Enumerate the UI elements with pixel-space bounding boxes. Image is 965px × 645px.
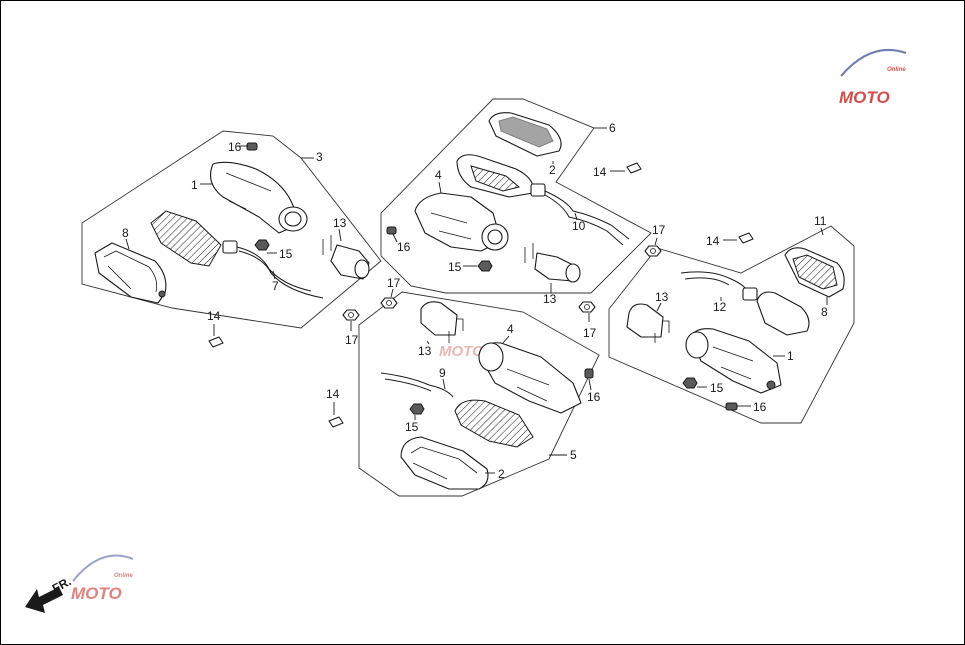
screw-part-16-right [725, 402, 738, 411]
socket-part-13-center [420, 301, 458, 336]
center-group-callouts: 13 4 9 16 15 5 2 [405, 322, 601, 481]
left-turn-signal-assembly [94, 142, 370, 304]
bulb-part-14-right [738, 232, 754, 244]
callout-14: 14 [207, 309, 221, 323]
nut-part-15-center [409, 403, 425, 415]
top-turn-signal-assembly [386, 112, 630, 283]
reflector-right [756, 291, 810, 336]
lens-part-8 [94, 242, 167, 304]
wire-part-9 [380, 372, 454, 398]
nut-part-15-right [682, 377, 698, 389]
callout-6: 6 [609, 121, 616, 135]
callout-13: 13 [333, 216, 347, 230]
wire-part-10 [544, 190, 630, 246]
callout-1: 1 [191, 178, 198, 192]
callout-16: 16 [587, 390, 601, 404]
watermark-center: MOTO [439, 343, 484, 360]
loose-nuts: 17 17 17 17 [342, 223, 666, 347]
callout-8: 8 [821, 305, 828, 319]
wire-part-7 [236, 246, 324, 299]
callout-14: 14 [706, 234, 720, 248]
callout-10: 10 [572, 219, 586, 233]
front-direction-marker: FR. [25, 574, 73, 613]
group-outline-right [608, 225, 855, 424]
watermark-top-right: MOTO Online [839, 48, 906, 107]
nut-part-15-top [477, 260, 493, 272]
callout-2: 2 [549, 163, 556, 177]
callout-3: 3 [316, 150, 323, 164]
callout-4: 4 [435, 168, 442, 182]
nut-part-17-top [644, 245, 662, 257]
watermark-text: MOTO [439, 343, 484, 360]
callout-11: 11 [814, 214, 827, 228]
nut-part-15 [254, 239, 270, 251]
top-group-callouts: 6 2 4 10 16 15 13 [392, 121, 616, 306]
socket-part-13-right [626, 303, 664, 338]
watermark-text: MOTO [839, 88, 890, 107]
watermark-subtext: Online [887, 67, 906, 73]
callout-17: 17 [345, 333, 359, 347]
bulb-part-14-center [328, 416, 344, 428]
callout-14: 14 [593, 165, 607, 179]
callout-2: 2 [498, 467, 505, 481]
callout-15: 15 [710, 381, 724, 395]
screw-part-16-center [584, 368, 594, 379]
callout-9: 9 [439, 366, 446, 380]
lens-part-2-center [400, 436, 489, 490]
callout-15: 15 [279, 247, 293, 261]
callout-15: 15 [448, 260, 462, 274]
nut-part-17-right [578, 301, 596, 313]
watermark-subtext: Online [114, 573, 133, 579]
group-outline-center [358, 291, 600, 497]
callout-7: 7 [272, 279, 279, 293]
callout-16: 16 [753, 400, 767, 414]
callout-8: 8 [122, 226, 129, 240]
callout-13: 13 [543, 292, 557, 306]
watermark-text: MOTO [71, 584, 122, 603]
group-outline-top [380, 98, 652, 294]
bulb-part-14-left [208, 336, 224, 348]
callout-14: 14 [326, 387, 340, 401]
callout-16: 16 [397, 240, 411, 254]
left-group-callouts: 16 3 1 8 13 15 7 [122, 140, 347, 293]
group-outline-left [81, 130, 382, 329]
housing-part-4-top [414, 192, 502, 252]
callout-17: 17 [583, 326, 597, 340]
callout-17: 17 [652, 223, 666, 237]
callout-13: 13 [418, 344, 432, 358]
wire-part-12 [680, 271, 752, 296]
watermark-bottom-left: MOTO Online [71, 554, 134, 603]
nut-part-17-left [342, 309, 360, 321]
callout-5: 5 [570, 448, 577, 462]
callout-4: 4 [507, 322, 514, 336]
callout-15: 15 [405, 420, 419, 434]
callout-16: 16 [228, 140, 242, 154]
screw-part-16-top [386, 226, 397, 235]
callout-13: 13 [655, 290, 669, 304]
nut-part-17-mid [380, 297, 398, 309]
reflector-center [454, 399, 534, 448]
loose-bulbs: 14 14 14 14 [207, 162, 754, 428]
reflector-left [150, 210, 222, 267]
bulb-part-14-top [626, 162, 642, 174]
callout-12: 12 [713, 300, 727, 314]
center-turn-signal-assembly [380, 301, 594, 490]
callout-17: 17 [387, 276, 401, 290]
screw-part-16 [246, 142, 258, 151]
right-group-callouts: 11 13 12 8 1 15 16 [655, 214, 828, 414]
callout-1: 1 [787, 349, 794, 363]
right-turn-signal-assembly [626, 247, 845, 411]
front-arrow-icon [25, 587, 63, 613]
